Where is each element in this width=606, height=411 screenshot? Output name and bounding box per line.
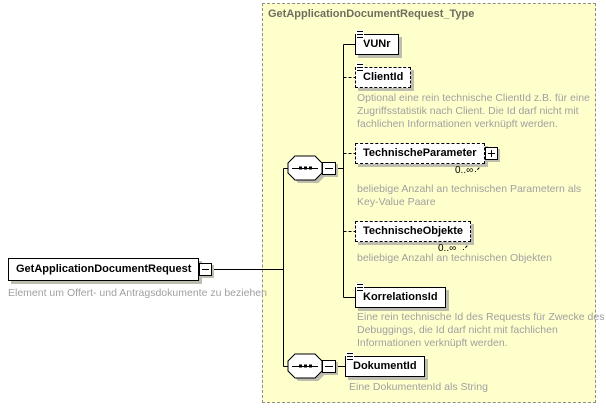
element-label: DokumentId	[353, 360, 417, 372]
element-korrelations-id[interactable]: KorrelationsId	[355, 283, 446, 308]
element-label: TechnischeObjekte	[363, 225, 464, 237]
annotation-icon	[346, 352, 354, 362]
collapse-icon[interactable]	[322, 162, 336, 175]
multiplicity-tick	[462, 241, 472, 251]
element-description: Eine DokumentenId als String	[349, 381, 488, 393]
element-label: KorrelationsId	[363, 291, 438, 303]
element-label: VUNr	[363, 38, 391, 50]
multiplicity-tick	[474, 163, 484, 173]
element-label: ClientId	[363, 71, 404, 83]
element-description: beliebige Anzahl an technischen Paramete…	[357, 183, 582, 208]
element-description: Eine rein technische Id des Requests für…	[357, 311, 605, 349]
complex-type-container	[262, 3, 596, 403]
annotation-icon	[356, 30, 364, 40]
element-description: Element um Offert- und Antragsdokumente …	[8, 287, 267, 299]
multiplicity-label: 0..∞	[438, 243, 457, 254]
collapse-icon[interactable]	[322, 360, 336, 373]
element-technische-parameter[interactable]: TechnischeParameter	[355, 143, 498, 164]
collapse-icon[interactable]	[199, 262, 213, 276]
sequence-icon[interactable]	[287, 353, 338, 381]
element-technische-objekte[interactable]: TechnischeObjekte	[355, 221, 472, 242]
expand-icon[interactable]	[484, 146, 498, 160]
complex-type-title: GetApplicationDocumentRequest_Type	[268, 8, 475, 20]
multiplicity-label: 0..∞	[455, 165, 474, 176]
element-client-id[interactable]: ClientId	[355, 63, 412, 88]
sequence-icon[interactable]	[287, 155, 338, 183]
element-label: GetApplicationDocumentRequest	[16, 263, 192, 275]
annotation-icon	[356, 283, 364, 293]
annotation-icon	[356, 63, 364, 73]
element-get-application-document-request[interactable]: GetApplicationDocumentRequest	[8, 258, 213, 281]
element-dokument-id[interactable]: DokumentId	[345, 352, 425, 377]
element-vunr[interactable]: VUNr	[355, 30, 399, 55]
element-description: beliebige Anzahl an technischen Objekten	[357, 252, 552, 264]
element-description: Optional eine rein technische ClientId z…	[357, 92, 590, 130]
element-label: TechnischeParameter	[363, 147, 477, 159]
